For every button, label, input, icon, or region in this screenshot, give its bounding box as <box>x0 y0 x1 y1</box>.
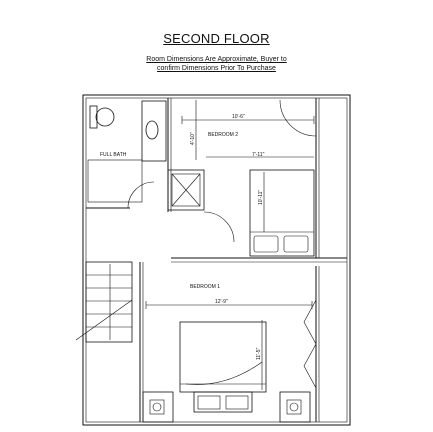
sink <box>145 120 159 140</box>
page-title: SECOND FLOOR <box>163 31 270 46</box>
dim-bedroom-2-bed-run: 10'-11" <box>258 190 264 205</box>
toilet <box>95 107 115 127</box>
bathtub <box>87 159 143 203</box>
dim-bedroom-2-inner: 7'-11" <box>252 152 265 158</box>
exterior-wall <box>82 94 351 426</box>
disclaimer-line-2: confirm Dimensions Prior To Purchase <box>157 65 276 72</box>
nightstand-right <box>279 391 311 423</box>
dim-bedroom-2-depth: 4'-10" <box>190 132 196 145</box>
linen-closet <box>167 169 205 211</box>
dim-bedroom-1-depth: 11'-5" <box>256 347 262 360</box>
bed-1 <box>179 321 267 393</box>
bifold-closet-doors <box>303 299 317 389</box>
label-bedroom-2: BEDROOM 2 <box>208 132 238 138</box>
stairwell <box>85 261 133 343</box>
dresser <box>193 391 253 413</box>
label-bedroom-1: BEDROOM 1 <box>190 284 220 290</box>
exterior-wall-inner <box>85 97 348 423</box>
dim-bedroom-1-width: 12'-9" <box>215 299 228 305</box>
bed-2 <box>249 169 315 257</box>
hall-door-swing <box>203 211 235 243</box>
dim-bedroom-2-width: 10'-6" <box>232 114 245 120</box>
bedroom-2-door-swing <box>279 99 317 137</box>
disclaimer-line-1: Room Dimensions Are Approximate, Buyer t… <box>146 56 287 63</box>
nightstand-left <box>142 391 174 423</box>
bath-door-swing <box>127 181 155 209</box>
label-full-bath: FULL BATH <box>100 152 127 158</box>
vanity <box>141 100 167 162</box>
